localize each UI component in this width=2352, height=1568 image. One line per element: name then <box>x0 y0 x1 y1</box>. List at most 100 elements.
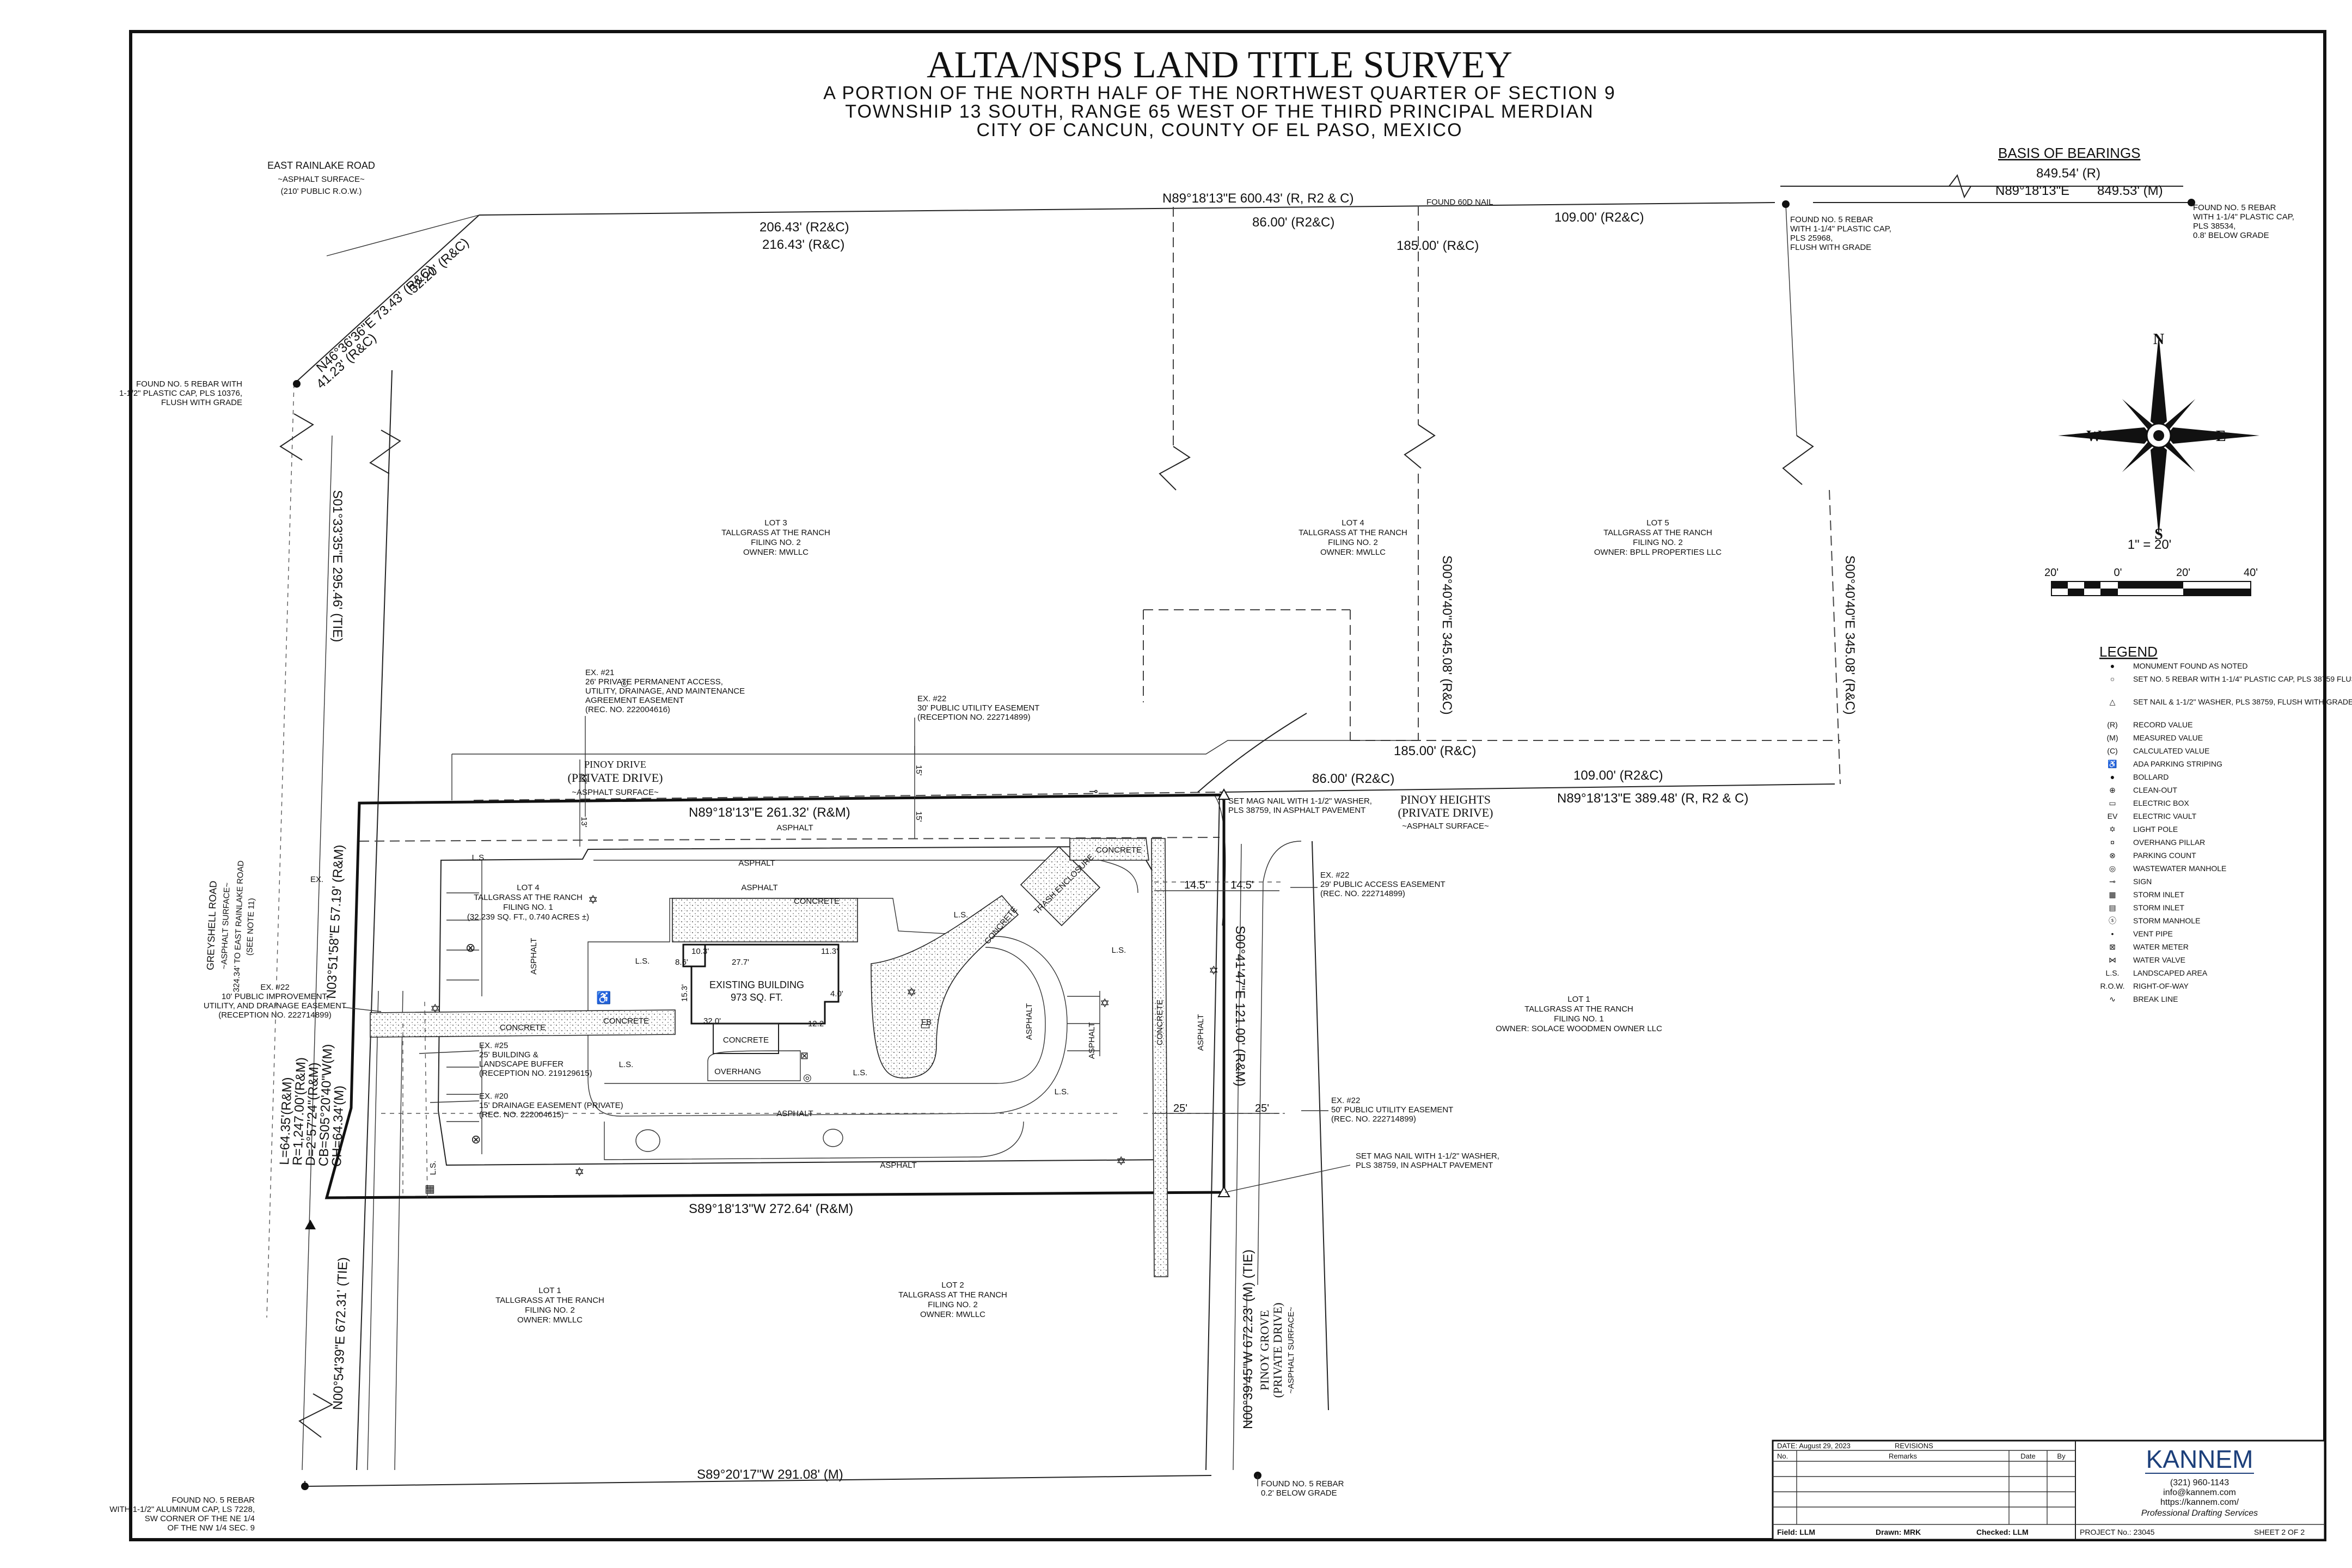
easement-label-e22n: EX. #22 <box>917 694 946 703</box>
set-nail-icon <box>305 1220 316 1229</box>
asphalt-label: ASPHALT <box>880 1161 916 1170</box>
break-line-icon <box>369 430 401 474</box>
legend-symbol-icon: ⓢ <box>2109 916 2116 925</box>
dim-14b: 14.5' <box>1230 879 1254 891</box>
monument-label-nail_se: SET MAG NAIL WITH 1-1/2" WASHER, <box>1356 1152 1499 1161</box>
legend-symbol-icon: ✡ <box>2109 825 2116 834</box>
dim-32: 32.20' (R&C) <box>406 235 472 296</box>
monument-symbols: ✡ ✡ ✡ ✡ ✡ ✡ ✡ ⊗ ⊗ ♿ ▭ ▦ ⊠ ◎ ◎ ⊸ <box>293 199 2195 1490</box>
electric-box-icon: ▭ <box>920 1020 930 1032</box>
drive-through-island <box>587 898 1068 1117</box>
legend: LEGEND ●MONUMENT FOUND AS NOTED○SET NO. … <box>2099 644 2352 1003</box>
dim-13b: 13' <box>579 817 589 828</box>
company-logo: KANNEM <box>2146 1445 2253 1473</box>
lot-label-lot5: OWNER: BPLL PROPERTIES LLC <box>1594 548 1722 557</box>
legend-item-text: LANDSCAPED AREA <box>2133 969 2208 977</box>
title-header: ALTA/NSPS LAND TITLE SURVEY A PORTION OF… <box>823 44 1615 140</box>
dim-n00-m: N00°39'45"W 672.23' (M) (TIE) <box>1241 1250 1255 1429</box>
manhole-icon: ◎ <box>803 1072 812 1083</box>
monument-label-nail_ne: SET MAG NAIL WITH 1-1/2" WASHER, <box>1228 797 1372 806</box>
dim-s00b: S00°40'40"E 345.08' (R&C) <box>1842 555 1857 715</box>
found-nail-label: FOUND 60D NAIL <box>1426 198 1493 207</box>
dim-s00a: S00°40'40"E 345.08' (R&C) <box>1440 555 1454 715</box>
pinoy-heights-name: PINOY HEIGHTS <box>1400 793 1491 806</box>
lot-label-subject: LOT 4 <box>517 883 539 892</box>
monument-label-m_n: WITH 1-1/4" PLASTIC CAP, <box>1790 224 1891 234</box>
tb-project: PROJECT No.: 23045 <box>2080 1528 2155 1536</box>
legend-symbol-icon: ∿ <box>2109 995 2116 1003</box>
lot-label-lot3: LOT 3 <box>764 518 787 528</box>
easement-label-e22a: 29' PUBLIC ACCESS EASEMENT <box>1320 880 1445 889</box>
concrete-pad-north <box>672 898 858 942</box>
asphalt-label: ASPHALT <box>738 859 775 868</box>
asphalt-label: ASPHALT <box>776 1109 813 1118</box>
dim-185-top: 185.00' (R&C) <box>1396 238 1479 253</box>
legend-symbol-icon: (R) <box>2107 720 2117 729</box>
bd-4: 15.3' <box>680 984 689 1002</box>
basis-record: 849.54' (R) <box>2036 166 2100 181</box>
pinoy-grove-kind: (PRIVATE DRIVE) <box>1271 1303 1284 1398</box>
ls-label: L.S. <box>635 957 650 966</box>
dim-206: 206.43' (R2&C) <box>759 220 849 235</box>
storm-inlet-icon: ▦ <box>425 1183 435 1195</box>
easement-label-e20: EX. #20 <box>479 1092 508 1101</box>
lot-label-lot3: FILING NO. 2 <box>751 538 801 547</box>
dim-south-line: S89°18'13"W 272.64' (R&M) <box>689 1202 853 1216</box>
easement-label-e22a: (REC. NO. 222714899) <box>1320 889 1405 898</box>
title-line-2: TOWNSHIP 13 SOUTH, RANGE 65 WEST OF THE … <box>845 101 1594 122</box>
basis-title: BASIS OF BEARINGS <box>1998 145 2141 161</box>
water-meter-icon: ⊠ <box>800 1050 808 1061</box>
scale-tick-2: 0' <box>2114 567 2122 579</box>
scale-tick-1: 20' <box>2044 567 2059 579</box>
pinoy-heights-kind: (PRIVATE DRIVE) <box>1398 806 1493 819</box>
monument-found-icon <box>301 1483 309 1490</box>
bd-2: 32.0' <box>703 1016 721 1026</box>
legend-symbol-icon: ▤ <box>2109 903 2116 912</box>
light-pole-icon: ✡ <box>574 1165 584 1179</box>
light-pole-icon: ✡ <box>906 985 916 999</box>
concrete-label: CONCRETE <box>794 897 840 906</box>
concrete-label: CONCRETE <box>723 1036 769 1045</box>
title-line-3: CITY OF CANCUN, COUNTY OF EL PASO, MEXIC… <box>976 120 1462 140</box>
easement-label-e21: EX. #21 <box>585 668 614 677</box>
monument-label-m_n: FOUND NO. 5 REBAR <box>1790 215 1873 224</box>
manhole-icon: ◎ <box>621 679 628 688</box>
legend-symbol-icon: R.O.W. <box>2100 982 2124 990</box>
lot-label-lot1e: LOT 1 <box>1567 995 1590 1004</box>
legend-item-text: CALCULATED VALUE <box>2133 746 2209 755</box>
legend-symbol-icon: (C) <box>2107 746 2117 755</box>
bd-7: 8.6' <box>675 958 688 967</box>
monument-label-m_n: PLS 25968, <box>1790 234 1833 243</box>
east-rainlake-surface: ~ASPHALT SURFACE~ <box>278 175 365 184</box>
dim-15a: 15' <box>914 765 923 776</box>
lot-label-lot1s: FILING NO. 2 <box>525 1306 575 1315</box>
monument-label-m_sw: FOUND NO. 5 REBAR <box>171 1496 255 1505</box>
pinoy-grove-surface: ~ASPHALT SURFACE~ <box>1287 1307 1296 1394</box>
legend-symbol-icon: ⊗ <box>2109 851 2116 860</box>
easement-label-e25: 25' BUILDING & <box>479 1050 538 1059</box>
sign-icon: ⊸ <box>1089 786 1098 798</box>
curve-d: D=2°57'24"(R&M) <box>303 1062 322 1166</box>
east-rainlake-name: EAST RAINLAKE ROAD <box>267 160 375 171</box>
lot-label-lot1e: TALLGRASS AT THE RANCH <box>1524 1004 1633 1014</box>
legend-symbol-icon: ⊕ <box>2109 786 2116 794</box>
easement-label-e25: LANDSCAPE BUFFER <box>479 1059 564 1069</box>
tb-col-remarks: Remarks <box>1889 1452 1918 1460</box>
lot-label-lot5: TALLGRASS AT THE RANCH <box>1603 528 1712 537</box>
break-line-icon <box>279 413 314 461</box>
west-label: W <box>2086 428 2102 445</box>
lot-label-lot1s: OWNER: MWLLC <box>517 1315 583 1325</box>
tb-sheet: SHEET 2 OF 2 <box>2254 1528 2305 1536</box>
monument-found-icon <box>2188 199 2195 206</box>
break-line-icon <box>298 1393 334 1438</box>
road-labels: EAST RAINLAKE ROAD ~ASPHALT SURFACE~ (21… <box>205 160 1493 1398</box>
pinoy-heights-surface: ~ASPHALT SURFACE~ <box>1402 822 1489 831</box>
tb-revisions: REVISIONS <box>1895 1442 1933 1450</box>
legend-item-text: CLEAN-OUT <box>2133 786 2177 794</box>
monument-label-nail_ne: PLS 38759, IN ASPHALT PAVEMENT <box>1228 806 1365 815</box>
dim-216: 216.43' (R&C) <box>762 237 844 252</box>
lot-label-lot1s: TALLGRASS AT THE RANCH <box>495 1296 604 1305</box>
east-label: E <box>2216 428 2226 445</box>
legend-item-text: STORM INLET <box>2133 890 2184 899</box>
